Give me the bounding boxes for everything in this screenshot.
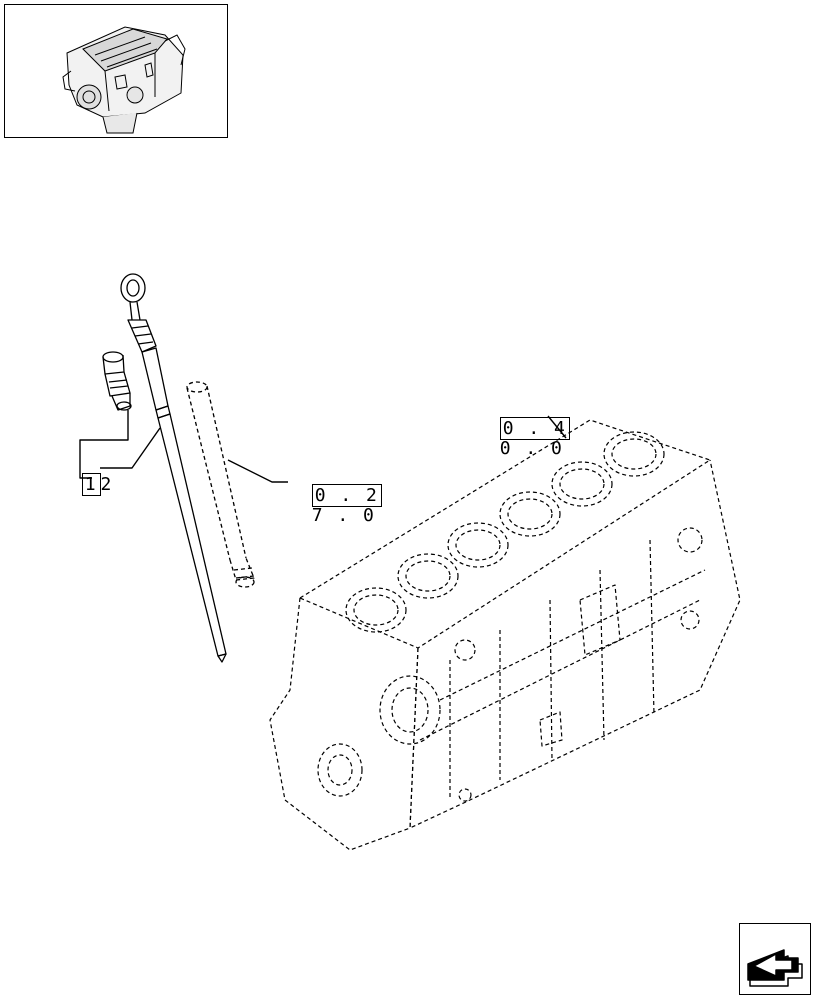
next-page-arrow-icon [747, 949, 803, 987]
oil-dipstick [120, 273, 227, 663]
engine-thumbnail-icon [62, 26, 186, 134]
engine-block-ref-box[interactable]: 0 . 4 [499, 417, 570, 440]
part-item-box: 1 [81, 473, 101, 496]
engine-thumbnail [4, 4, 228, 138]
next-page-button[interactable] [739, 923, 811, 995]
dipstick-tube-ref-rest[interactable]: 7 . 0 [311, 505, 376, 526]
engine-block-reference[interactable]: 0 . 4 0 . 0 [474, 399, 570, 459]
part-item-number: 2 [100, 474, 114, 495]
leader-lines [79, 410, 567, 483]
engine-block-ref-rest[interactable]: 0 . 0 [499, 438, 564, 459]
dipstick-tube [186, 381, 255, 588]
dipstick-tube-ref-box[interactable]: 0 . 2 [311, 484, 382, 507]
dipstick-plug [102, 351, 132, 411]
engine-block [269, 419, 741, 851]
dipstick-tube-reference[interactable]: 0 . 2 7 . 0 [286, 466, 382, 526]
